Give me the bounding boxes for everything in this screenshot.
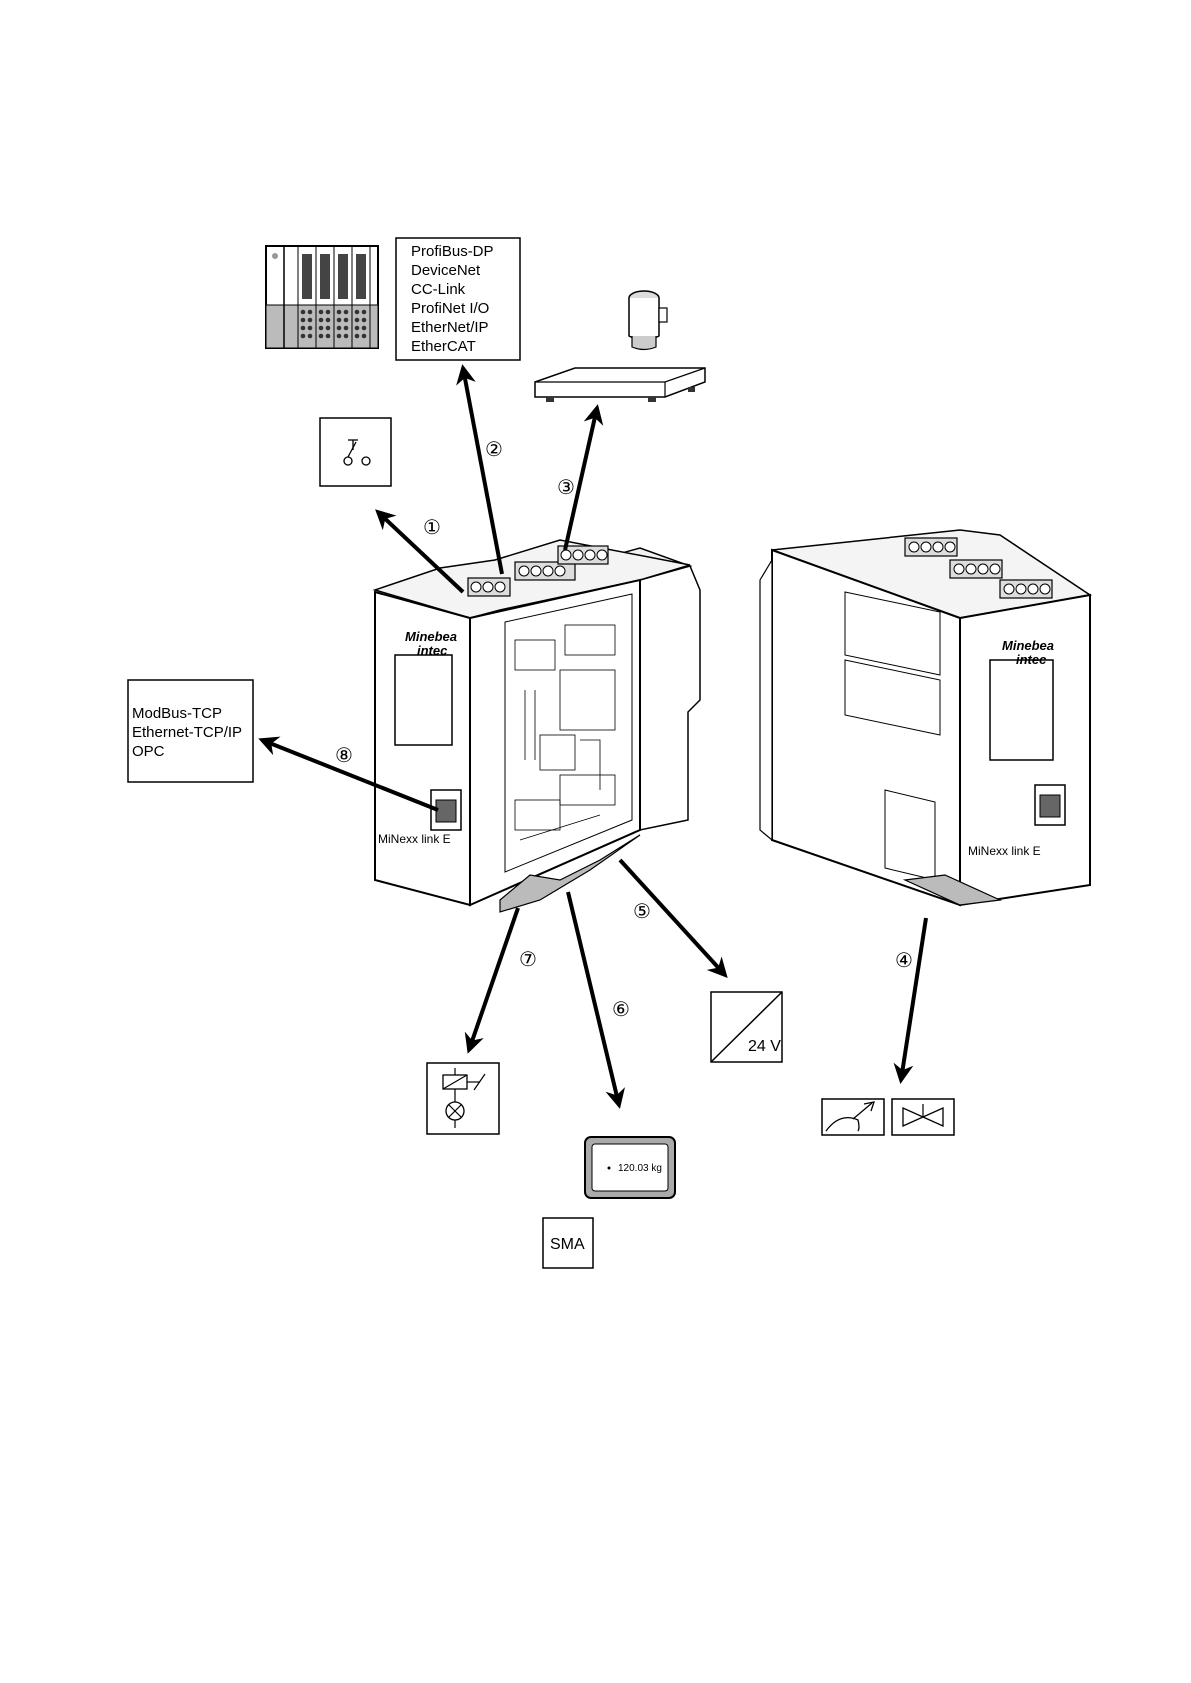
fieldbus-protocol: ProfiNet I/O <box>411 300 489 317</box>
analog-output-icons <box>822 1099 954 1135</box>
callout-4: ④ <box>895 948 913 972</box>
device-front-view <box>375 540 700 912</box>
load-cell-icon <box>629 291 667 350</box>
brand-logo: Minebea <box>405 629 457 644</box>
fieldbus-protocols-box: ProfiBus-DP DeviceNet CC-Link ProfiNet I… <box>396 238 520 360</box>
fieldbus-protocol: ProfiBus-DP <box>411 243 494 260</box>
callout-7: ⑦ <box>519 947 537 971</box>
ethernet-protocol: Ethernet-TCP/IP <box>132 724 242 741</box>
arrow-2 <box>463 368 502 574</box>
sma-label: SMA <box>550 1236 585 1253</box>
device-model-label-rear: MiNexx link E <box>968 844 1041 858</box>
fieldbus-protocol: CC-Link <box>411 281 466 298</box>
callout-1: ① <box>423 515 441 539</box>
digital-output-relay-icon <box>427 1063 499 1134</box>
device-model-label: MiNexx link E <box>378 832 451 846</box>
digital-input-switch-icon <box>320 418 391 486</box>
callout-5: ⑤ <box>633 899 651 923</box>
plc-rack-icon <box>266 246 378 348</box>
power-supply-label: 24 V <box>748 1038 781 1055</box>
arrow-4 <box>901 918 926 1080</box>
brand-logo: intec <box>417 643 448 658</box>
fieldbus-protocol: EtherCAT <box>411 338 476 355</box>
brand-logo-rear: intec <box>1016 652 1047 667</box>
platform-scale-icon <box>535 368 705 402</box>
ethernet-protocols-box: ModBus-TCP Ethernet-TCP/IP OPC <box>128 680 253 782</box>
callout-6: ⑥ <box>612 997 630 1021</box>
brand-logo-rear: Minebea <box>1002 638 1054 653</box>
callout-8: ⑧ <box>335 743 353 767</box>
actuator-icon <box>822 1099 884 1135</box>
callout-3: ③ <box>557 475 575 499</box>
fieldbus-protocol: DeviceNet <box>411 262 481 279</box>
display-reading: 120.03 kg <box>618 1163 662 1174</box>
ethernet-protocol: OPC <box>132 743 165 760</box>
callout-2: ② <box>485 437 503 461</box>
ethernet-protocol: ModBus-TCP <box>132 705 222 722</box>
arrow-7 <box>469 908 518 1050</box>
fieldbus-protocol: EtherNet/IP <box>411 319 489 336</box>
